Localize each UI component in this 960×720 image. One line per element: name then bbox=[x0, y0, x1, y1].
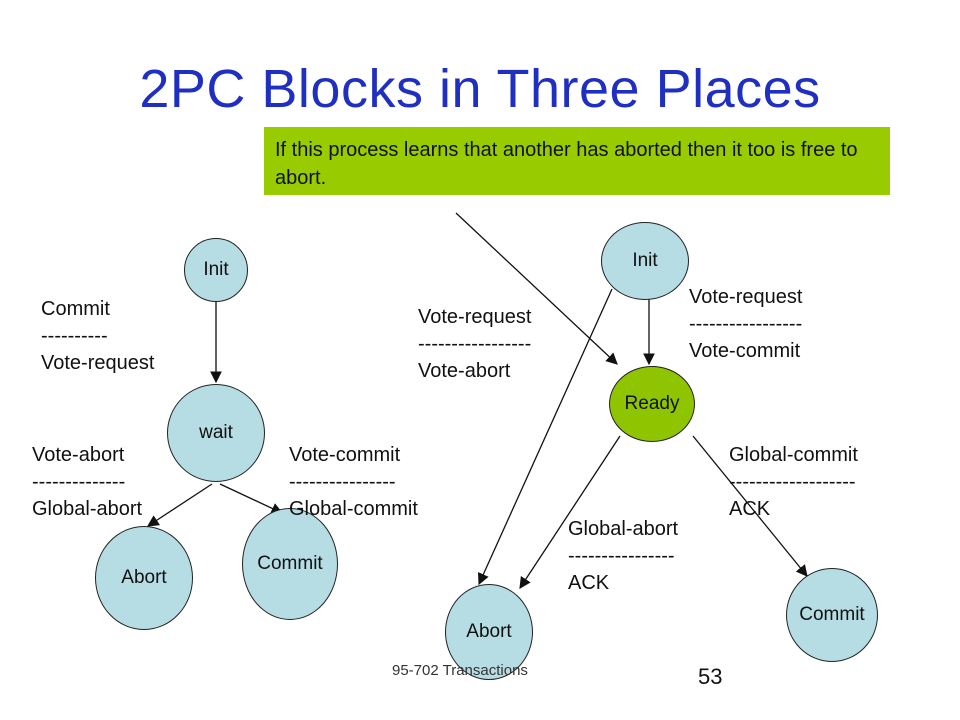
participant-ready-commit-label: Global-commit-------------------ACK bbox=[729, 444, 858, 520]
coordinator-init-state: Init bbox=[184, 238, 248, 302]
arrow-part-ready-to-abort bbox=[519, 435, 621, 589]
coordinator-commit-state: Commit bbox=[242, 508, 338, 620]
arrow-part-ready-to-commit bbox=[692, 435, 808, 577]
coordinator-wait-abort-label: Vote-abort--------------Global-abort bbox=[32, 444, 143, 520]
coordinator-init-wait-label: Commit----------Vote-request bbox=[41, 298, 155, 374]
arrow-coord-wait-to-abort bbox=[147, 483, 213, 527]
slide-footer: 95-702 Transactions bbox=[392, 662, 528, 679]
participant-init-ready-label: Vote-request-----------------Vote-commit bbox=[689, 286, 803, 362]
slide-title: 2PC Blocks in Three Places bbox=[139, 59, 821, 119]
participant-ready-state: Ready bbox=[609, 366, 695, 442]
participant-init-abort-label: Vote-request-----------------Vote-abort bbox=[418, 306, 532, 382]
participant-abort-state: Abort bbox=[445, 584, 533, 680]
arrow-part-init-to-abort bbox=[477, 288, 613, 586]
coordinator-wait-commit-label: Vote-commit----------------Global-commit bbox=[289, 444, 418, 520]
participant-init-state: Init bbox=[601, 222, 689, 300]
arrow-coord-wait-to-commit bbox=[219, 483, 284, 514]
page-number: 53 bbox=[698, 664, 723, 689]
participant-commit-state: Commit bbox=[786, 568, 878, 662]
coordinator-abort-state: Abort bbox=[95, 526, 193, 630]
callout-note: If this process learns that another has … bbox=[264, 127, 890, 195]
coordinator-wait-state: wait bbox=[167, 384, 265, 482]
participant-ready-abort-label: Global-abort----------------ACK bbox=[568, 518, 679, 594]
